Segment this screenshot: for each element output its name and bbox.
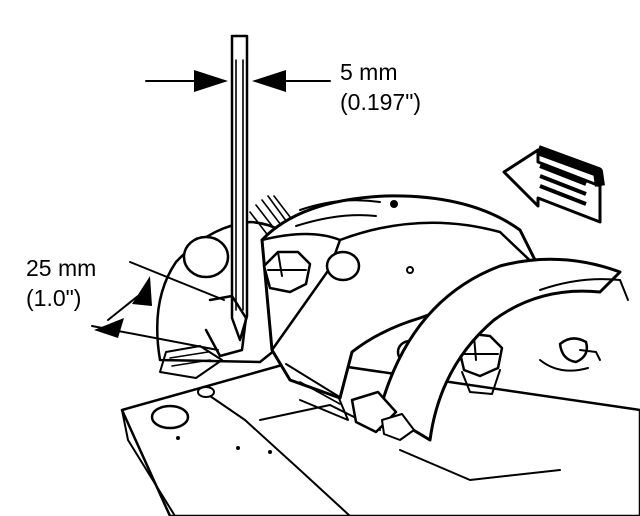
width-dimension [145,70,331,92]
depth-dimension [91,261,225,351]
bearing-cap-right [378,257,629,442]
oil-jet-bracket [350,390,415,441]
cylinder-block [120,358,640,516]
width-imperial-label: (0.197") [340,89,421,115]
direction-arrow-icon [502,145,605,224]
depth-metric-label: 25 mm [26,255,96,281]
gauge-contact [204,294,248,358]
feeler-gauge [230,34,249,342]
bolt-head-left [262,250,312,294]
width-metric-label: 5 mm [340,59,398,85]
depth-imperial-label: (1.0") [26,285,81,311]
main-bearing-cap [260,194,542,421]
